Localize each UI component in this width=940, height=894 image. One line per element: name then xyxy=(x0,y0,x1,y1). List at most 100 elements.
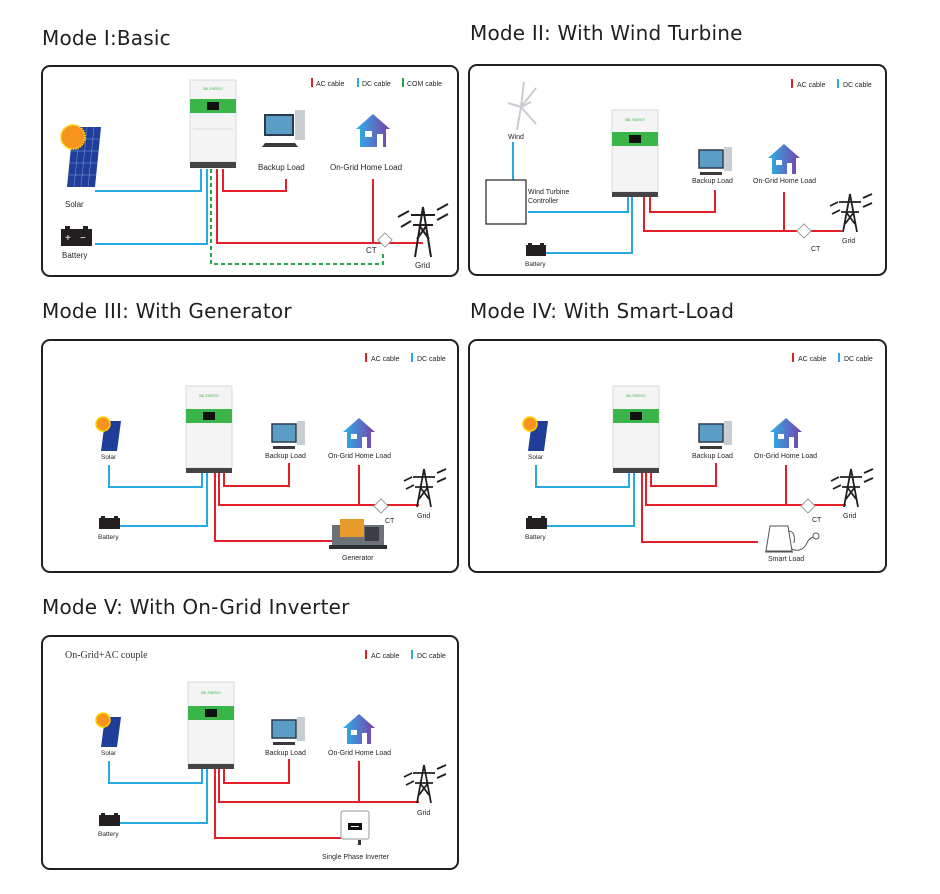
legend-com: COM cable xyxy=(407,81,442,88)
battery-icon xyxy=(99,813,120,826)
battery-label: Battery xyxy=(62,251,87,260)
ct-label: CT xyxy=(811,246,821,253)
controller-label-1: Wind Turbine xyxy=(528,189,569,196)
svg-text:+: + xyxy=(65,233,71,244)
legend-ac: AC cable xyxy=(371,653,400,660)
mode-1-diagram: AC cable DC cable COM cable Solar + − Ba… xyxy=(41,65,459,277)
house-icon xyxy=(770,418,802,448)
com-cable xyxy=(210,169,384,265)
hybrid-inverter-icon: SBL ENERGY xyxy=(611,109,659,197)
svg-text:SBL ENERGY: SBL ENERGY xyxy=(626,394,647,398)
solar-label: Solar xyxy=(528,454,544,461)
mode-2-title: Mode II: With Wind Turbine xyxy=(470,21,743,45)
com-legend-swatch xyxy=(402,78,404,87)
home-load-label: On-Grid Home Load xyxy=(328,750,391,757)
svg-text:SBL ENERGY: SBL ENERGY xyxy=(625,118,646,122)
dc-cable-controller xyxy=(528,194,629,213)
legend-ac: AC cable xyxy=(797,82,826,89)
mode-5-title: Mode V: With On-Grid Inverter xyxy=(42,595,350,619)
backup-load-label: Backup Load xyxy=(692,178,733,185)
legend-dc: DC cable xyxy=(844,356,873,363)
wind-controller-box xyxy=(485,179,527,225)
ac-cable-smart-load xyxy=(641,469,758,543)
ct-label: CT xyxy=(366,246,377,255)
ac-cable-grid xyxy=(218,765,419,803)
home-load-label: On-Grid Home Load xyxy=(753,178,816,185)
ct-sensor-icon xyxy=(377,232,393,248)
legend-ac: AC cable xyxy=(316,81,345,88)
grid-label: Grid xyxy=(417,513,430,520)
computer-icon xyxy=(271,421,305,449)
ac-cable-generator xyxy=(214,469,333,542)
backup-load-label: Backup Load xyxy=(692,453,733,460)
dc-cable-battery xyxy=(95,169,208,245)
solar-panel-icon xyxy=(95,712,121,747)
power-tower-icon xyxy=(403,764,447,804)
ac-cable-backup xyxy=(223,463,290,487)
house-icon xyxy=(768,144,800,174)
dc-cable-battery xyxy=(545,194,633,254)
controller-label-2: Controller xyxy=(528,198,559,205)
dc-cable-solar xyxy=(108,465,203,488)
grid-label: Grid xyxy=(415,261,430,270)
solar-panel-icon xyxy=(60,124,101,188)
ct-label: CT xyxy=(385,518,395,525)
solar-panel-icon xyxy=(522,416,548,451)
ct-sensor-icon xyxy=(800,498,816,514)
ac-cable-grid xyxy=(643,194,842,232)
house-icon xyxy=(343,418,375,448)
battery-label: Battery xyxy=(525,534,546,541)
svg-text:SBL ENERGY: SBL ENERGY xyxy=(203,87,224,91)
ac-legend-swatch xyxy=(311,78,313,87)
legend: AC cable DC cable COM cable xyxy=(311,78,442,88)
ac-cable-backup xyxy=(649,190,716,213)
ac-cable-backup xyxy=(222,169,287,192)
legend: AC cable DC cable xyxy=(365,650,446,660)
home-load-label: On-Grid Home Load xyxy=(330,163,402,172)
mode-5-subtitle: On-Grid+AC couple xyxy=(65,650,148,661)
dc-cable-solar xyxy=(535,465,630,488)
ct-sensor-icon xyxy=(373,498,389,514)
battery-label: Battery xyxy=(98,534,119,541)
legend-ac: AC cable xyxy=(371,356,400,363)
ct-label: CT xyxy=(812,517,822,524)
smart-load-label: Smart Load xyxy=(768,556,804,563)
computer-icon xyxy=(698,147,732,175)
legend-dc: DC cable xyxy=(417,356,446,363)
grid-label: Grid xyxy=(417,810,430,817)
dc-cable-battery xyxy=(120,765,208,824)
computer-icon xyxy=(698,421,732,449)
svg-text:SBL ENERGY: SBL ENERGY xyxy=(201,691,222,695)
solar-panel-icon xyxy=(95,416,121,451)
grid-label: Grid xyxy=(843,513,856,520)
home-load-label: On-Grid Home Load xyxy=(754,453,817,460)
backup-load-label: Backup Load xyxy=(265,750,306,757)
wind-turbine-icon xyxy=(507,81,537,131)
mode-5-diagram: On-Grid+AC couple AC cable DC cable Sola… xyxy=(41,635,459,870)
hybrid-inverter-icon: SBL ENERGY xyxy=(185,385,233,473)
svg-text:−: − xyxy=(80,233,86,244)
dc-cable-solar xyxy=(95,169,202,192)
home-load-label: On-Grid Home Load xyxy=(328,453,391,460)
legend: AC cable DC cable xyxy=(365,353,446,363)
power-tower-icon xyxy=(830,468,874,508)
legend-ac: AC cable xyxy=(798,356,827,363)
battery-icon xyxy=(526,516,547,529)
house-icon xyxy=(343,714,375,744)
single-phase-inverter-label: Single Phase Inverter xyxy=(322,854,390,861)
computer-icon xyxy=(262,110,305,147)
string-inverter-icon xyxy=(340,810,370,845)
hybrid-inverter-icon: SBL ENERGY xyxy=(187,681,235,769)
mode-3-title: Mode III: With Generator xyxy=(42,299,292,323)
wind-label: Wind xyxy=(508,134,524,141)
dc-cable-solar xyxy=(108,761,203,784)
solar-label: Solar xyxy=(101,750,117,757)
ac-cable-grid xyxy=(645,469,846,506)
svg-text:SBL ENERGY: SBL ENERGY xyxy=(199,394,220,398)
legend: AC cable DC cable xyxy=(791,79,872,89)
ac-cable-backup xyxy=(650,463,717,487)
ac-cable-grid xyxy=(218,469,419,506)
power-tower-icon xyxy=(397,203,449,258)
hybrid-inverter-icon: SBL ENERGY xyxy=(189,79,237,168)
backup-load-label: Backup Load xyxy=(265,453,306,460)
